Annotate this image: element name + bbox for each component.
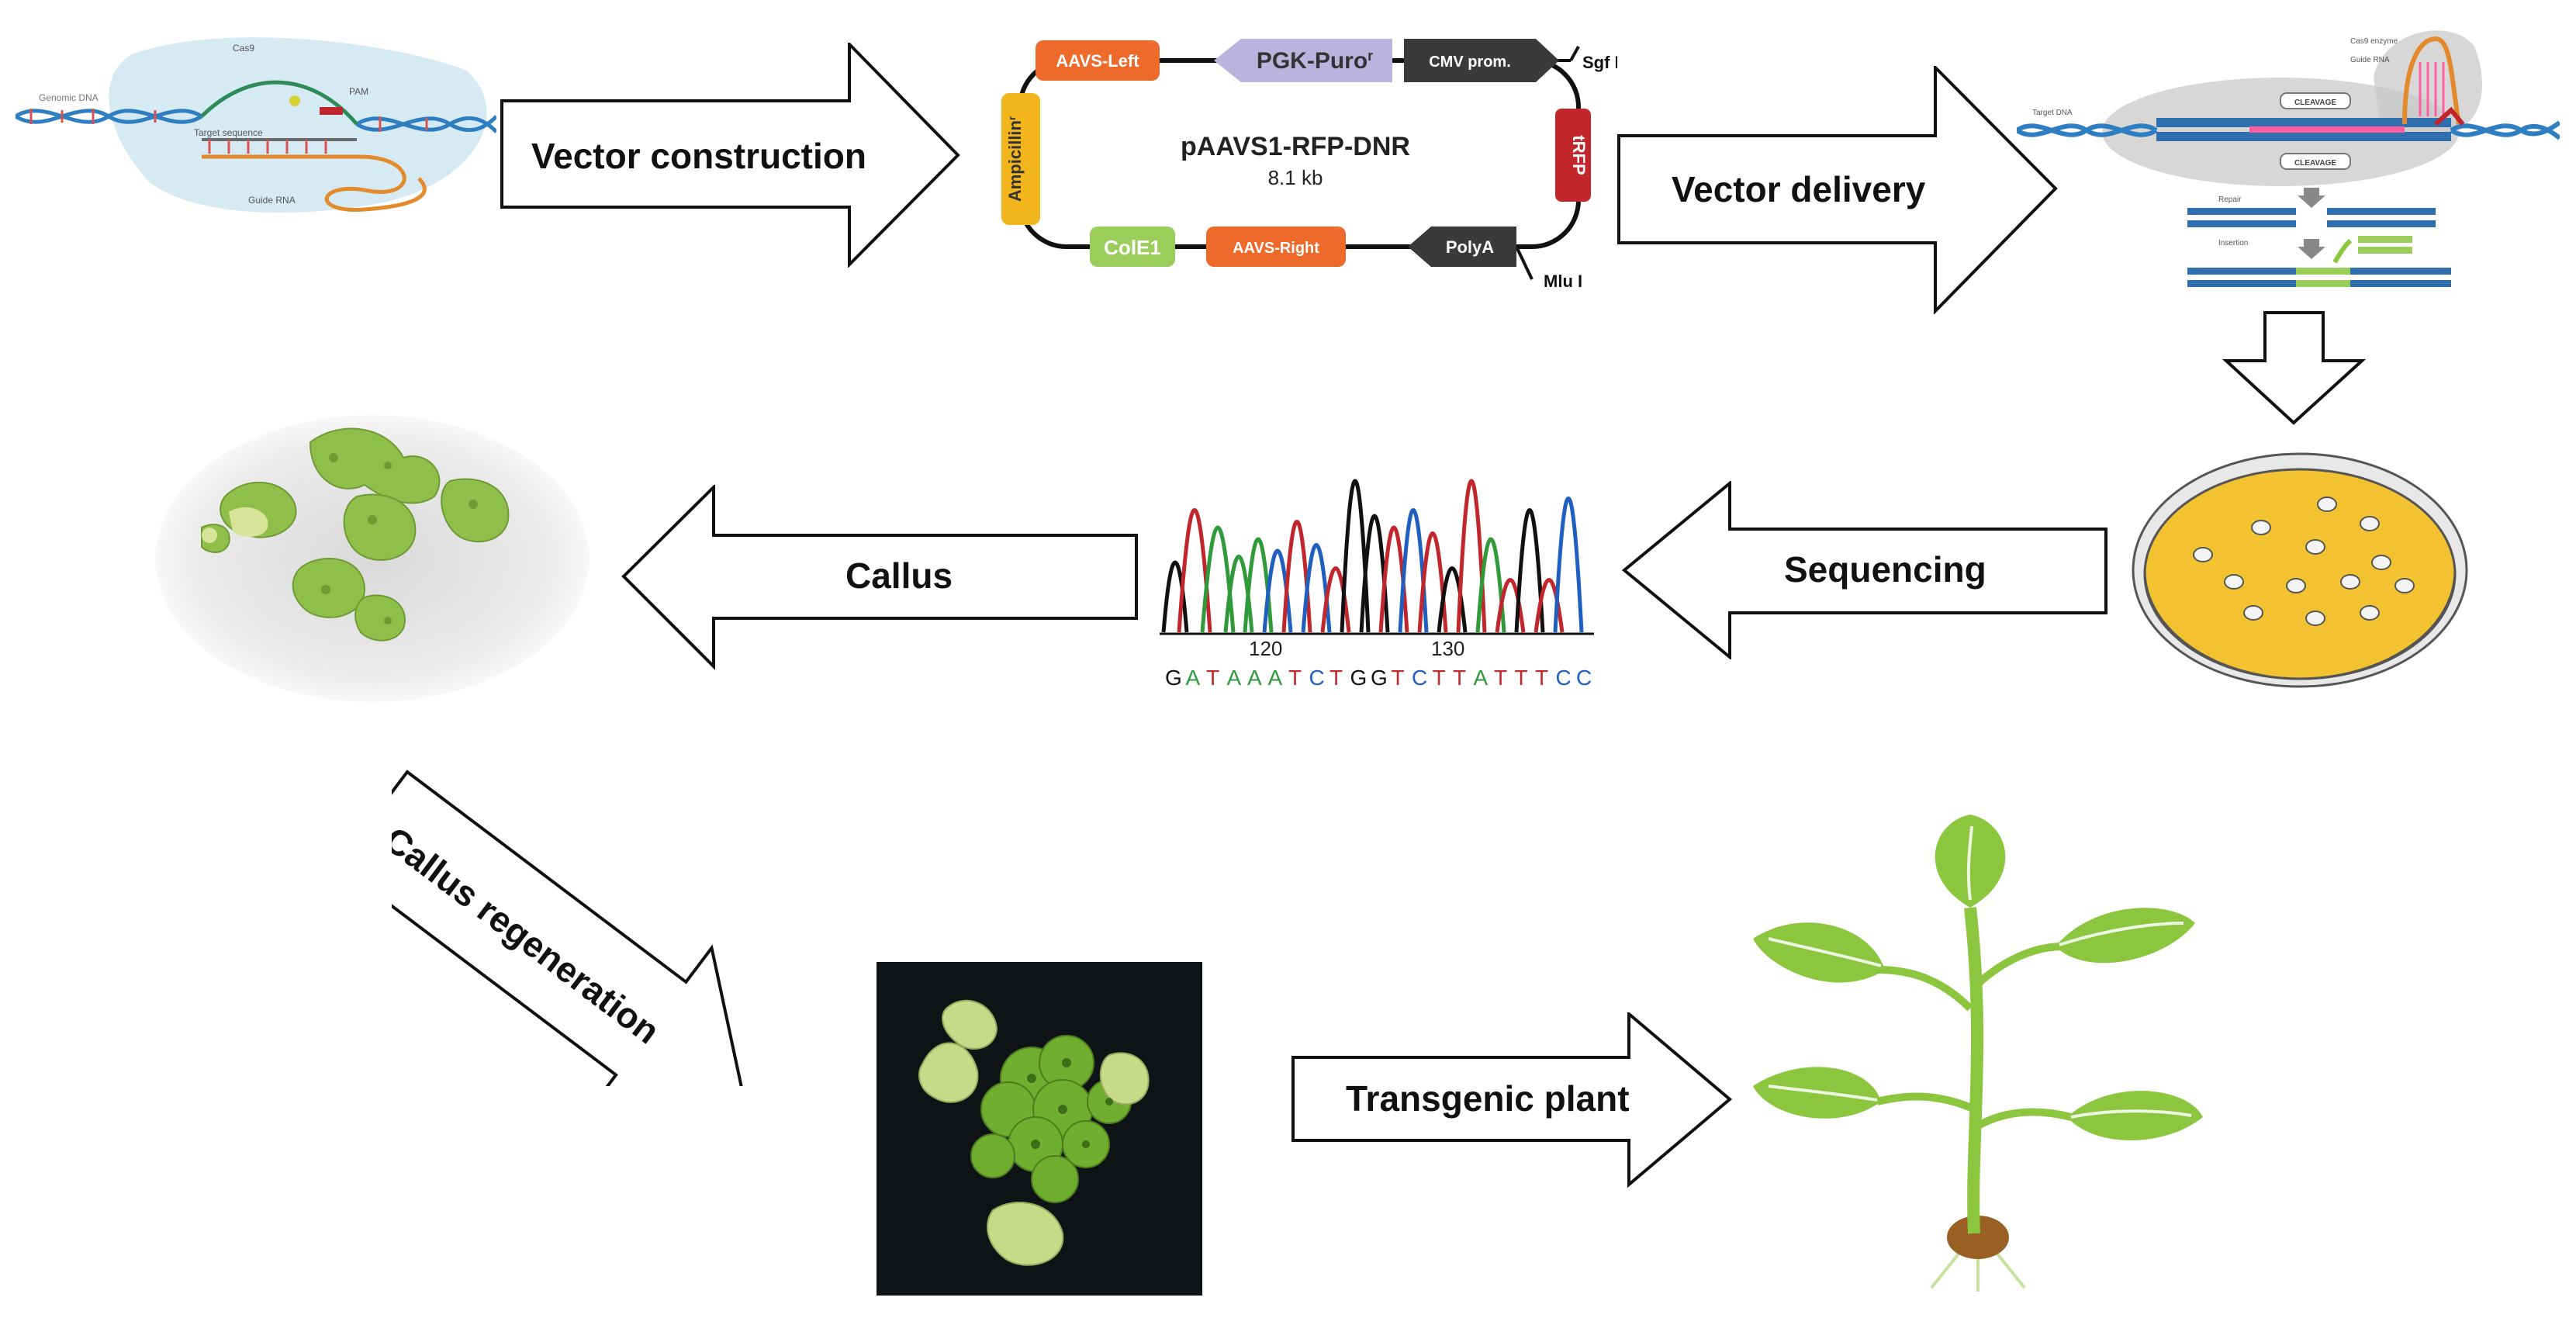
base-call-0: G	[1165, 666, 1182, 690]
chromatogram-tick-120: 120	[1249, 637, 1282, 660]
cmv-prom-label: CMV prom.	[1429, 54, 1511, 71]
cas9-enzyme-label: Cas9 enzyme	[2350, 37, 2398, 46]
arrow-transgenic-plant: Transgenic plant	[1291, 1012, 1734, 1191]
target-sequence-label: Target sequence	[194, 127, 263, 138]
genomic-dna-label: Genomic DNA	[39, 92, 99, 103]
vector-delivery-label: Vector delivery	[1672, 169, 1926, 209]
trfp-label: tRFP	[1569, 135, 1589, 175]
base-call-4: A	[1247, 666, 1262, 690]
petri-dish-colonies	[2125, 438, 2474, 694]
arrow-down-to-plate	[2222, 310, 2366, 427]
cole1-label: ColE1	[1104, 236, 1161, 259]
arrow-vector-construction: Vector construction	[500, 43, 962, 268]
base-call-6: T	[1288, 666, 1302, 690]
base-call-13: T	[1433, 666, 1446, 690]
base-call-18: T	[1535, 666, 1548, 690]
crispr-repair-illustration: Cas9 enzyme Guide RNA Target DNA CLEAVAG…	[2017, 16, 2560, 303]
plasmid-map: AAVS-Left PGK-Puror CMV prom. Sgf I tRFP…	[973, 23, 1617, 303]
sequencing-label: Sequencing	[1784, 549, 1986, 590]
base-call-5: A	[1268, 666, 1283, 690]
base-call-3: A	[1227, 666, 1242, 690]
repair-label: Repair	[2218, 195, 2242, 204]
arrow-sequencing: Sequencing	[1621, 481, 2110, 659]
base-call-19: C	[1556, 666, 1572, 690]
base-call-9: G	[1350, 666, 1368, 690]
base-call-16: T	[1494, 666, 1507, 690]
transgenic-plant-label: Transgenic plant	[1346, 1078, 1630, 1119]
ampicillin-label-superscript: r	[1006, 116, 1018, 120]
base-call-1: A	[1186, 666, 1201, 690]
guide-rna-label: Guide RNA	[248, 195, 296, 206]
aavs-right-label: AAVS-Right	[1233, 240, 1319, 257]
base-call-20: C	[1576, 666, 1592, 690]
arrow-vector-delivery: Vector delivery	[1617, 66, 2059, 314]
base-call-17: T	[1515, 666, 1528, 690]
sgf-i-label: Sgf I	[1582, 53, 1617, 72]
base-call-11: T	[1392, 666, 1405, 690]
cleavage-label-top: CLEAVAGE	[2294, 99, 2336, 107]
plasmid-size: 8.1 kb	[1268, 166, 1323, 189]
callus-photo	[155, 411, 590, 706]
base-call-10: G	[1371, 666, 1388, 690]
cas9-targeting-illustration: Cas9 PAM Target sequence Guide RNA Genom…	[16, 23, 496, 217]
plant-illustration	[1738, 815, 2218, 1296]
vector-construction-label: Vector construction	[531, 136, 866, 176]
target-dna-label: Target DNA	[2032, 109, 2073, 117]
chromatogram-tick-130: 130	[1431, 637, 1464, 660]
cleavage-label-bottom: CLEAVAGE	[2294, 159, 2336, 168]
arrow-callus: Callus	[621, 485, 1140, 671]
cas9-label: Cas9	[233, 43, 254, 54]
pgk-puro-label-superscript: r	[1368, 48, 1373, 64]
pgk-puro-label: PGK-Puror	[1257, 48, 1373, 74]
base-call-8: T	[1329, 666, 1343, 690]
base-call-15: A	[1474, 666, 1489, 690]
callus-label: Callus	[845, 555, 953, 596]
base-call-14: T	[1453, 666, 1466, 690]
insertion-label: Insertion	[2218, 239, 2248, 247]
polya-label: PolyA	[1446, 237, 1494, 257]
guide-rna-repair-label: Guide RNA	[2350, 56, 2390, 64]
plasmid-name: pAAVS1-RFP-DNR	[1181, 132, 1410, 161]
base-call-2: T	[1206, 666, 1219, 690]
base-call-7: C	[1309, 666, 1325, 690]
aavs-left-label: AAVS-Left	[1056, 51, 1139, 71]
base-call-12: C	[1412, 666, 1427, 690]
arrow-callus-regeneration: Callus regeneration	[392, 745, 811, 1086]
pam-label: PAM	[349, 86, 368, 97]
mlu-i-label: Mlu I	[1544, 272, 1582, 291]
ampicillin-label: Ampicillinr	[1005, 116, 1025, 202]
regenerated-callus-photo	[877, 962, 1202, 1296]
